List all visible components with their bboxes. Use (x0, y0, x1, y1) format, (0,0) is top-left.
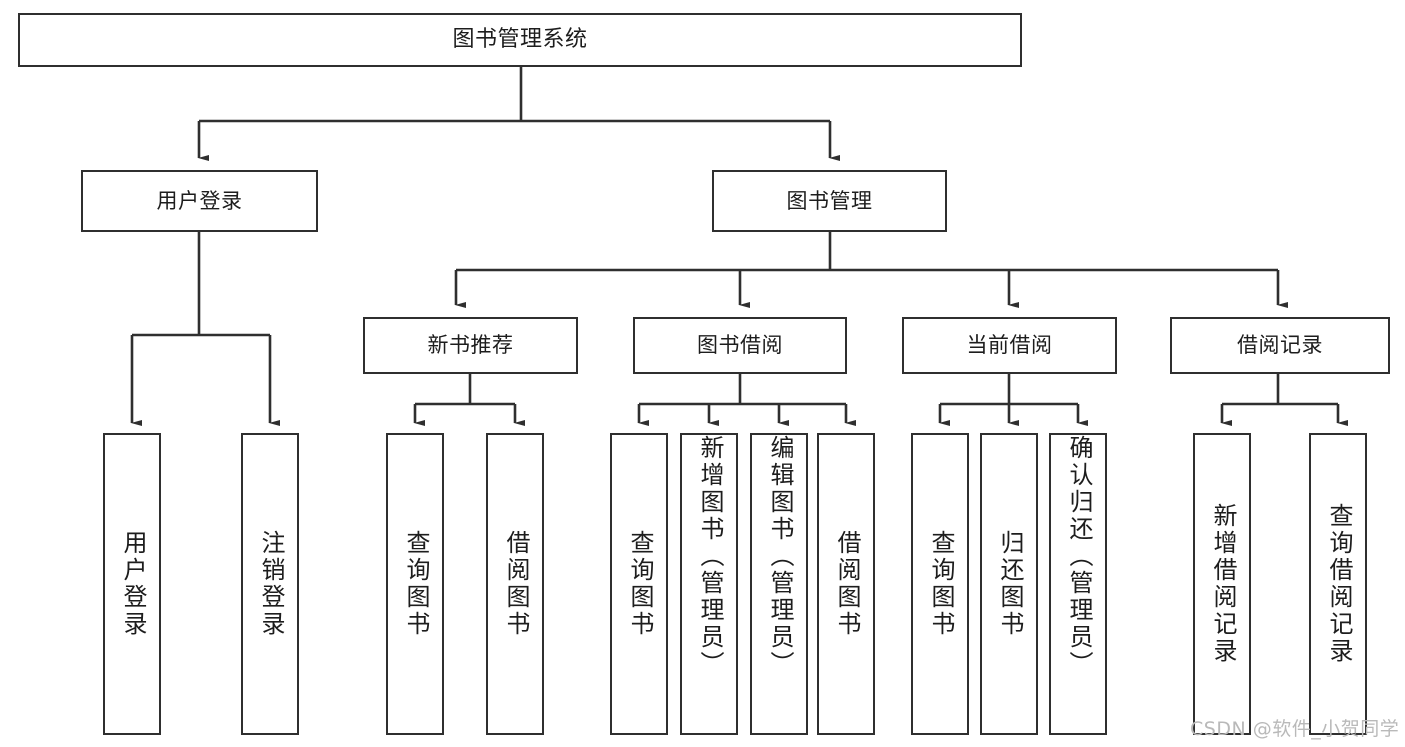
node-label: 用户登录 (118, 530, 147, 638)
node-label: 新书推荐 (427, 333, 514, 357)
leaf-confirm-return-admin[interactable]: 确认归还（管理员） (1049, 433, 1107, 735)
watermark-csdn: CSDN @软件_小贺同学 (1190, 718, 1400, 740)
leaf-logout[interactable]: 注销登录 (241, 433, 299, 735)
node-current-borrow[interactable]: 当前借阅 (902, 317, 1117, 374)
leaf-query-book-current[interactable]: 查询图书 (911, 433, 969, 735)
node-book-borrow[interactable]: 图书借阅 (633, 317, 847, 374)
node-borrow-record[interactable]: 借阅记录 (1170, 317, 1390, 374)
leaf-add-borrow-record[interactable]: 新增借阅记录 (1193, 433, 1251, 735)
node-label: 借阅图书 (832, 530, 861, 638)
node-label: 新增借阅记录 (1208, 503, 1237, 665)
node-label: 图书管理系统 (452, 27, 588, 52)
node-label: 图书借阅 (697, 333, 783, 357)
leaf-borrow-book[interactable]: 借阅图书 (817, 433, 875, 735)
node-user-login[interactable]: 用户登录 (81, 170, 318, 232)
leaf-add-book-admin[interactable]: 新增图书（管理员） (680, 433, 738, 735)
node-label: 新增图书（管理员） (695, 435, 724, 678)
node-label: 查询图书 (625, 530, 654, 638)
node-label: 注销登录 (256, 530, 285, 638)
node-root-book-management-system[interactable]: 图书管理系统 (18, 13, 1022, 67)
node-label: 用户登录 (156, 188, 243, 213)
leaf-query-book-borrow[interactable]: 查询图书 (610, 433, 668, 735)
node-label: 确认归还（管理员） (1064, 435, 1093, 678)
node-label: 编辑图书（管理员） (765, 435, 794, 678)
node-label: 归还图书 (995, 530, 1024, 638)
leaf-borrow-book-new[interactable]: 借阅图书 (486, 433, 544, 735)
node-book-management[interactable]: 图书管理 (712, 170, 947, 232)
node-label: 图书管理 (786, 188, 873, 213)
node-label: 查询图书 (401, 530, 430, 638)
node-label: 借阅记录 (1237, 333, 1323, 357)
leaf-query-borrow-record[interactable]: 查询借阅记录 (1309, 433, 1367, 735)
node-label: 当前借阅 (966, 333, 1053, 357)
leaf-return-book[interactable]: 归还图书 (980, 433, 1038, 735)
node-label: 查询图书 (926, 530, 955, 638)
node-label: 查询借阅记录 (1324, 503, 1353, 665)
leaf-user-login[interactable]: 用户登录 (103, 433, 161, 735)
node-label: 借阅图书 (501, 530, 530, 638)
node-new-book-recommend[interactable]: 新书推荐 (363, 317, 578, 374)
leaf-query-book-new[interactable]: 查询图书 (386, 433, 444, 735)
leaf-edit-book-admin[interactable]: 编辑图书（管理员） (750, 433, 808, 735)
